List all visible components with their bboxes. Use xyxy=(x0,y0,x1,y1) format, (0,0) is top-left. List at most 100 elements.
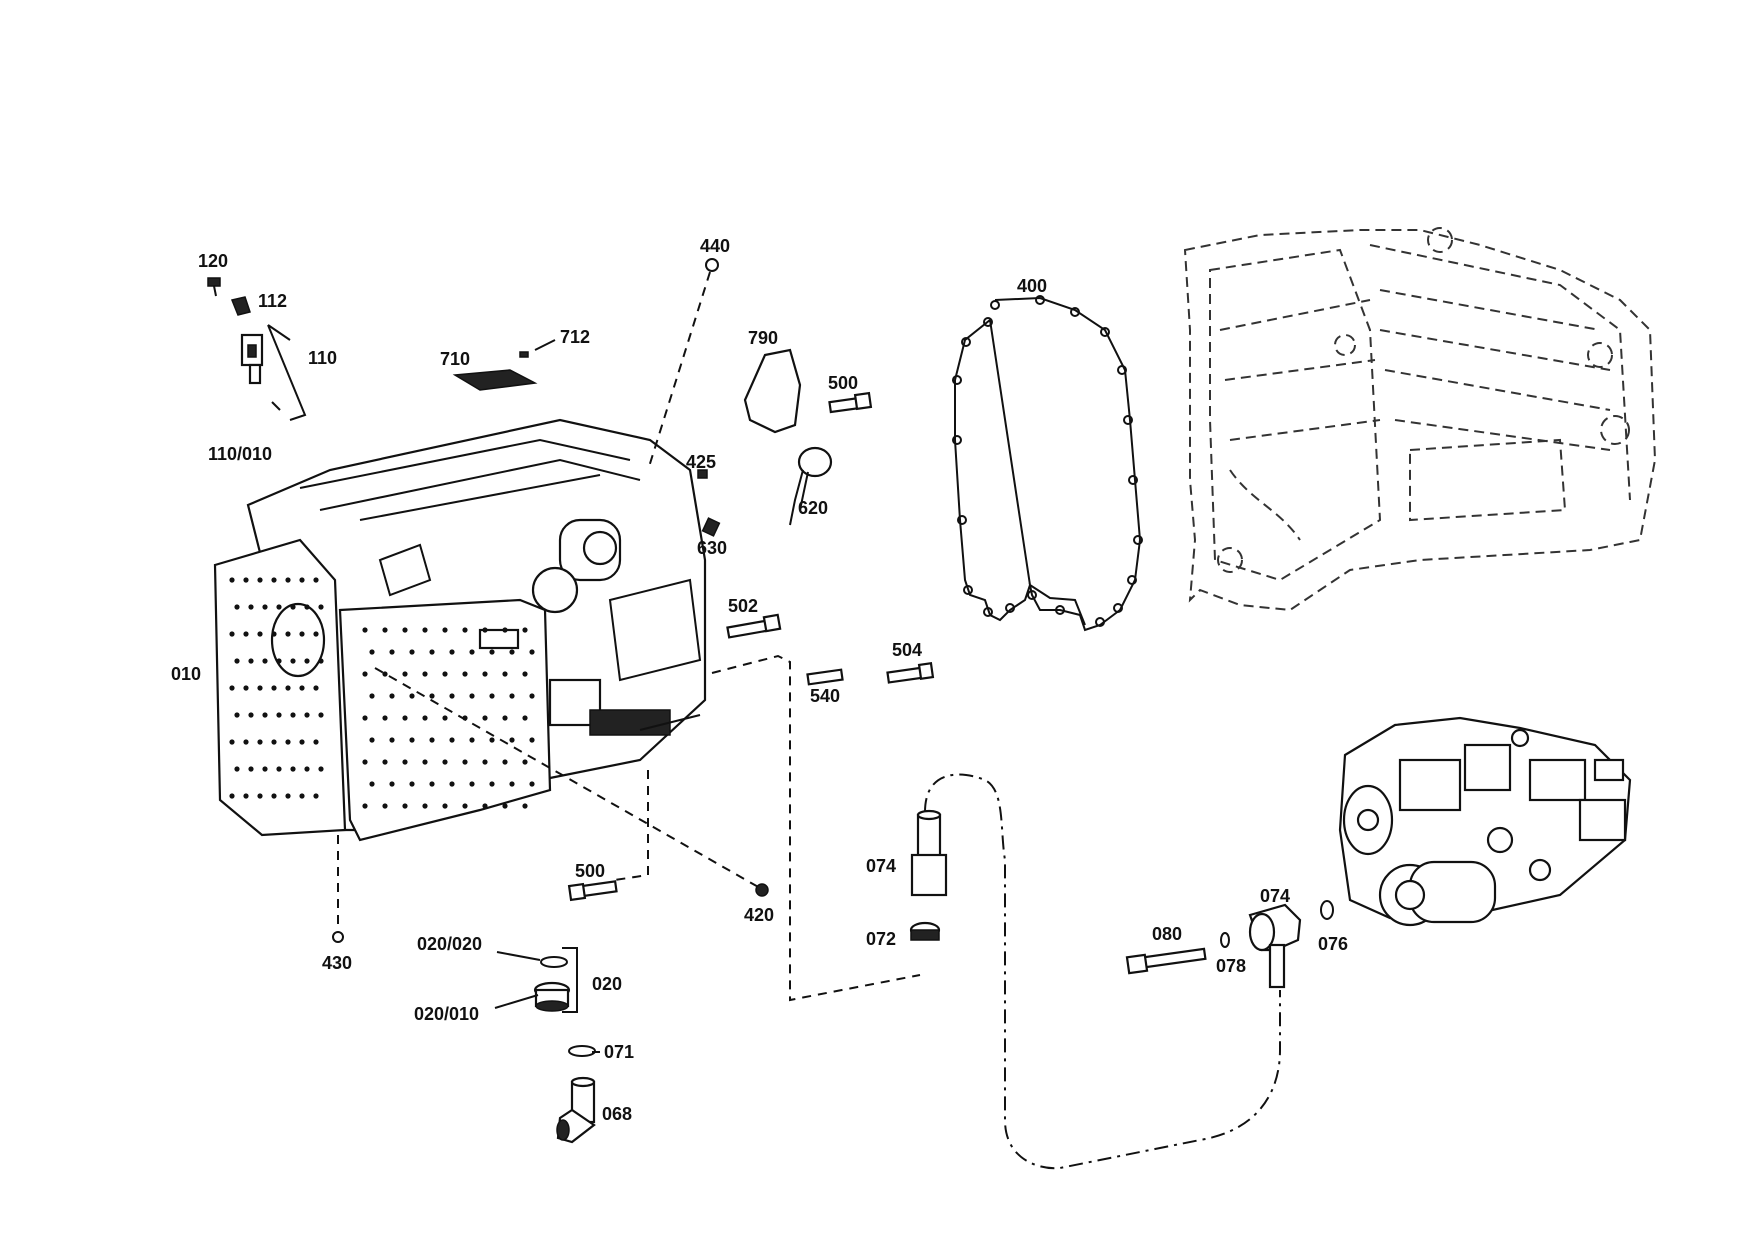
housing-hole xyxy=(409,781,415,787)
o-ring-076 xyxy=(1320,900,1334,920)
gasket-bolt-hole xyxy=(1100,327,1110,337)
housing-hole xyxy=(248,604,254,610)
housing-hole xyxy=(402,671,408,677)
housing-hole xyxy=(502,715,508,721)
housing-hole xyxy=(243,685,249,691)
housing-hole xyxy=(442,715,448,721)
housing-hole xyxy=(422,671,428,677)
housing-hole xyxy=(313,793,319,799)
label-068: 068 xyxy=(602,1104,633,1124)
housing-hole xyxy=(234,604,240,610)
gasket-bolt-hole xyxy=(1035,295,1045,305)
label-500-lower: 500 xyxy=(575,861,606,881)
ring-430 xyxy=(332,931,344,943)
housing-hole xyxy=(362,803,368,809)
housing-hole xyxy=(243,739,249,745)
housing-hole xyxy=(509,649,515,655)
rivet-712 xyxy=(519,351,529,358)
o-ring-020-020 xyxy=(540,956,568,968)
bracket-790 xyxy=(743,348,802,434)
plug-630 xyxy=(701,517,721,537)
label-074-upper: 074 xyxy=(866,856,897,876)
label-400: 400 xyxy=(1017,276,1048,296)
housing-hole xyxy=(362,759,368,765)
pin-540 xyxy=(806,668,844,686)
gasket-bolt-hole xyxy=(1070,307,1080,317)
housing-hole xyxy=(382,759,388,765)
bolt-500-lower xyxy=(567,880,618,902)
housing-hole xyxy=(449,781,455,787)
gasket-bolt-hole xyxy=(1128,475,1138,485)
housing-hole xyxy=(382,671,388,677)
housing-hole xyxy=(229,685,235,691)
housing-hole xyxy=(449,737,455,743)
housing-hole xyxy=(529,649,535,655)
ring-072 xyxy=(909,921,941,941)
housing-hole xyxy=(482,627,488,633)
label-112: 112 xyxy=(258,291,288,311)
label-078: 078 xyxy=(1216,956,1247,976)
housing-hole xyxy=(229,631,235,637)
ball-420 xyxy=(755,883,769,897)
housing-hole xyxy=(369,737,375,743)
housing-hole xyxy=(369,649,375,655)
housing-hole xyxy=(318,658,324,664)
housing-hole xyxy=(502,671,508,677)
housing-hole xyxy=(429,693,435,699)
bolt-504 xyxy=(886,661,935,684)
bracket-110 xyxy=(267,324,307,421)
housing-hole xyxy=(442,671,448,677)
housing-hole xyxy=(442,803,448,809)
label-710: 710 xyxy=(440,349,471,369)
hose-line xyxy=(924,773,1281,1170)
housing-hole xyxy=(229,793,235,799)
housing-hole xyxy=(257,631,263,637)
housing-hole xyxy=(469,737,475,743)
housing-hole xyxy=(362,627,368,633)
housing-hole xyxy=(442,627,448,633)
housing-hole xyxy=(389,737,395,743)
housing-hole xyxy=(243,631,249,637)
bracket-020 xyxy=(562,947,578,1013)
label-500-upper: 500 xyxy=(828,373,859,393)
housing-hole xyxy=(489,693,495,699)
label-712: 712 xyxy=(560,327,591,347)
ring-440 xyxy=(705,258,719,272)
housing-hole xyxy=(429,781,435,787)
housing-hole xyxy=(402,803,408,809)
housing-hole xyxy=(389,781,395,787)
housing-hole xyxy=(482,671,488,677)
housing-hole xyxy=(271,631,277,637)
housing-hole xyxy=(313,631,319,637)
housing-hole xyxy=(409,693,415,699)
gasket-bolt-hole xyxy=(957,515,967,525)
housing-hole xyxy=(382,627,388,633)
housing-hole xyxy=(469,649,475,655)
housing-hole xyxy=(299,631,305,637)
housing-hole xyxy=(318,766,324,772)
label-420: 420 xyxy=(744,905,775,925)
housing-hole xyxy=(469,781,475,787)
housing-hole xyxy=(509,737,515,743)
label-504: 504 xyxy=(892,640,923,660)
housing-hole xyxy=(257,793,263,799)
housing-hole xyxy=(509,693,515,699)
gasket-bolt-hole xyxy=(961,337,971,347)
label-110-010: 110/010 xyxy=(208,444,273,464)
label-020-020: 020/020 xyxy=(417,934,483,954)
gasket-400 xyxy=(954,296,1142,632)
housing-hole xyxy=(313,739,319,745)
bolt-080 xyxy=(1125,947,1207,975)
housing-hole xyxy=(285,793,291,799)
housing-hole xyxy=(276,658,282,664)
housing-hole xyxy=(462,671,468,677)
gasket-bolt-hole xyxy=(1005,603,1015,613)
housing-hole xyxy=(502,627,508,633)
housing-hole xyxy=(442,759,448,765)
housing-hole xyxy=(304,712,310,718)
housing-hole xyxy=(299,685,305,691)
housing-hole xyxy=(304,766,310,772)
label-120: 120 xyxy=(198,251,229,271)
housing-hole xyxy=(234,712,240,718)
